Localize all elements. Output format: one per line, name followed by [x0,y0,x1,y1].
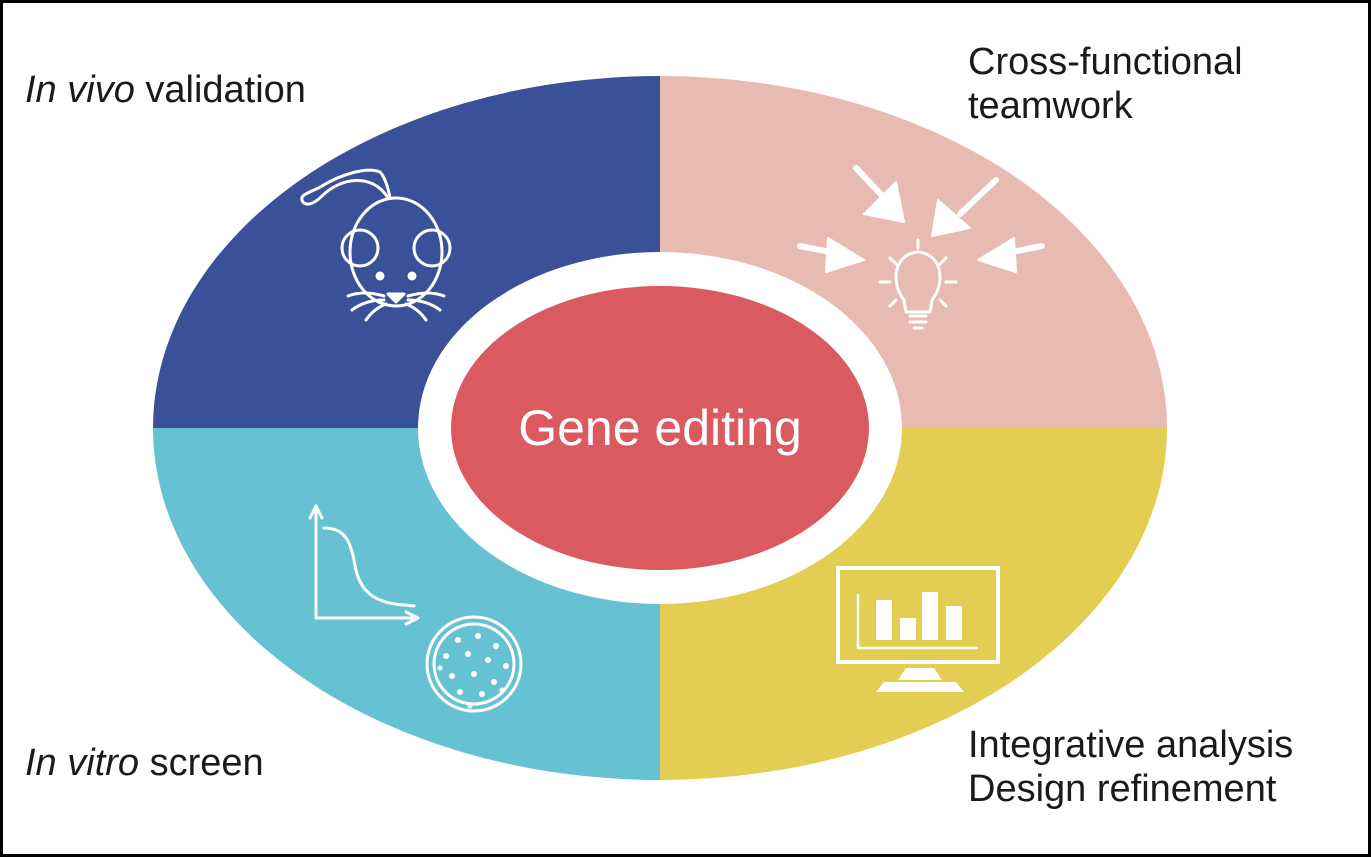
label-in-vitro-italic: In vitro [25,742,140,784]
label-in-vitro-rest: screen [139,742,264,784]
label-cross-functional-teamwork: Cross-functional teamwork [968,40,1243,128]
label-integrative-line2: Design refinement [968,768,1277,810]
label-integrative-line1: Integrative analysis [968,724,1294,766]
center-gene-editing-ellipse [451,286,869,570]
mouse-icon [300,168,452,322]
label-in-vivo-rest: validation [134,69,306,111]
label-in-vitro-screen: In vitro screen [25,741,264,785]
monitor-bar-chart-icon [836,566,1000,692]
lightbulb-icon [797,165,1045,330]
center-label: Gene editing [518,400,802,456]
curve-and-petri-dish-icon [308,504,523,713]
label-integrative-analysis: Integrative analysis Design refinement [968,723,1293,811]
label-in-vivo-italic: In vivo [25,69,135,111]
label-in-vivo-validation: In vivo validation [25,68,306,112]
label-cross-functional-line2: teamwork [968,85,1133,127]
label-cross-functional-line1: Cross-functional [968,41,1243,83]
